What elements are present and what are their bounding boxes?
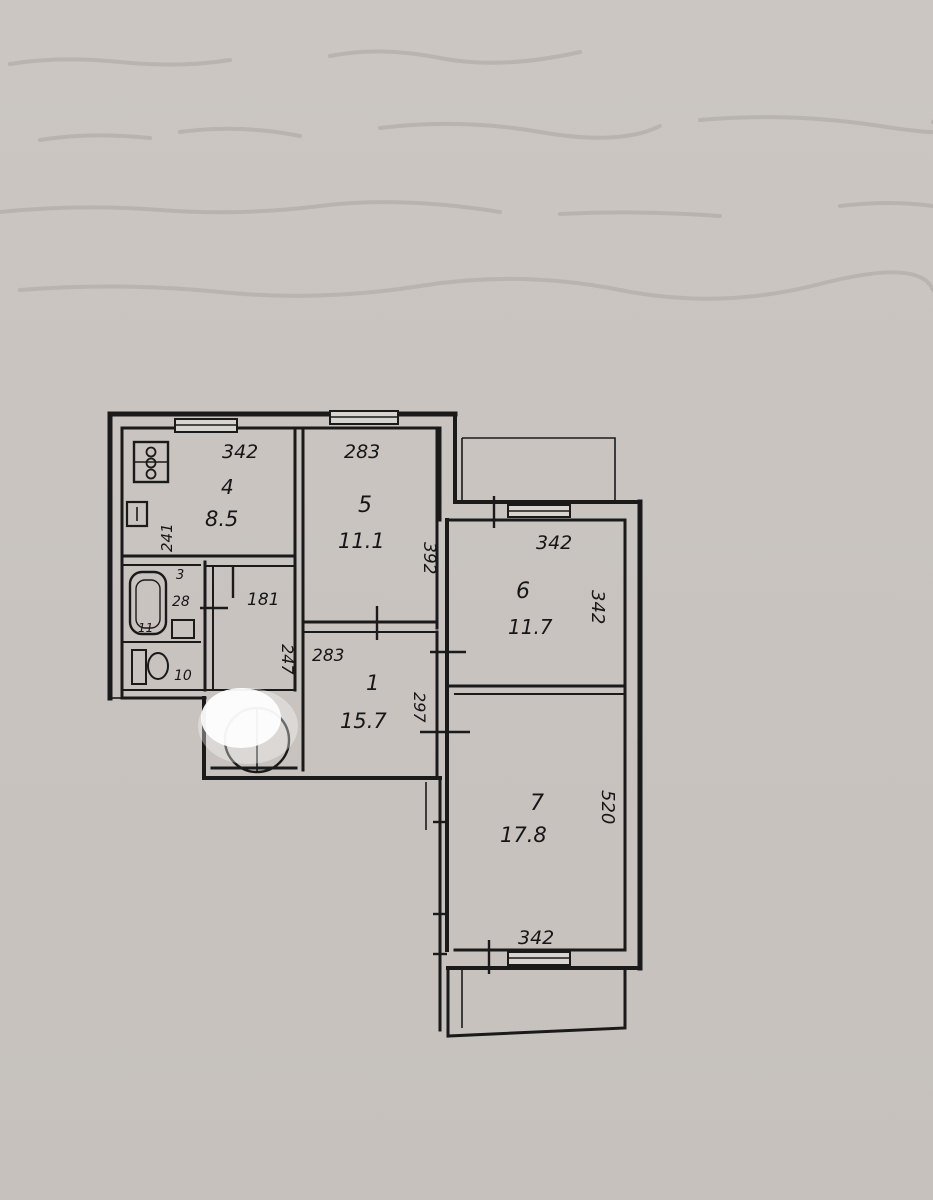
dimension-room6-depth: 342 bbox=[587, 590, 608, 624]
dimension-room7-depth: 520 bbox=[597, 790, 618, 824]
door-marks bbox=[200, 496, 496, 974]
faded-background-text bbox=[0, 49, 933, 301]
toilet-icon bbox=[131, 649, 169, 685]
bathtub-icon bbox=[128, 570, 168, 636]
room-7-area: 17.8 bbox=[500, 823, 547, 847]
room-6-area: 11.7 bbox=[508, 615, 553, 639]
room-6-number: 6 bbox=[516, 579, 530, 604]
dimension-corridor-width: 181 bbox=[247, 590, 279, 610]
kitchen-sink-icon bbox=[125, 500, 149, 528]
room-labels: 342 4 8.5 241 283 5 11.1 392 342 6 11.7 … bbox=[138, 441, 618, 949]
bathroom-sink-icon bbox=[171, 619, 195, 639]
dimension-room7-width: 342 bbox=[518, 927, 554, 949]
wc-label: 10 bbox=[174, 668, 192, 684]
room-7-number: 7 bbox=[530, 791, 544, 816]
dimension-room6-width: 342 bbox=[536, 532, 572, 554]
dimension-room5-width: 283 bbox=[344, 441, 380, 463]
room-1-area: 15.7 bbox=[340, 709, 387, 733]
windows bbox=[174, 410, 571, 966]
room-4-area: 8.5 bbox=[205, 507, 238, 531]
interior-walls bbox=[120, 426, 627, 780]
room-5-area: 11.1 bbox=[338, 529, 385, 553]
bath-label: 28 bbox=[172, 594, 190, 610]
dimension-kitchen-depth: 241 bbox=[158, 523, 176, 552]
bath-width-label: 3 bbox=[176, 568, 184, 583]
dimension-hall-depth: 297 bbox=[410, 692, 429, 723]
dimension-room5-depth: 392 bbox=[419, 542, 439, 574]
bath-small-label: 11 bbox=[138, 621, 153, 635]
room-1-number: 1 bbox=[366, 671, 379, 695]
dimension-kitchen-width: 342 bbox=[222, 441, 258, 463]
stove-icon bbox=[132, 440, 170, 484]
exterior-walls bbox=[107, 411, 643, 1038]
glare-spot bbox=[198, 688, 298, 764]
dimension-corridor-depth: 247 bbox=[278, 644, 297, 675]
room-4-number: 4 bbox=[221, 475, 234, 499]
dimension-hall-width: 283 bbox=[312, 646, 344, 666]
room-5-number: 5 bbox=[358, 493, 372, 518]
